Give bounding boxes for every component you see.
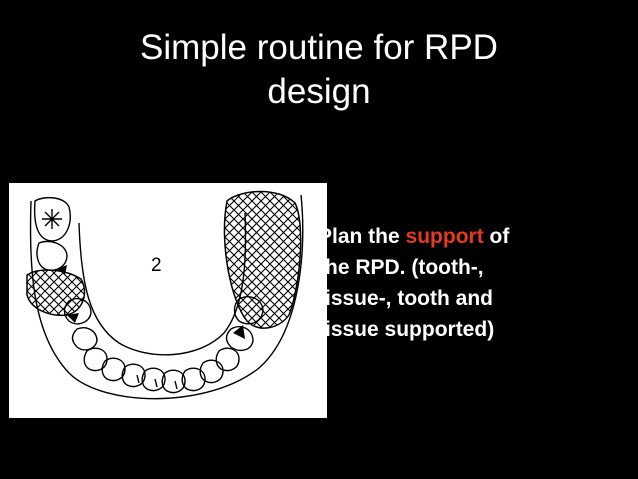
- bullet-line-1-pre: Plan the: [318, 225, 406, 248]
- dental-arch-diagram-icon: 2: [26, 190, 304, 400]
- title-line-1: Simple routine for RPD: [140, 28, 498, 67]
- bullet-line-4: tissue supported): [318, 318, 495, 341]
- bullet-text: Plan the support of the RPD. (tooth-, ti…: [318, 221, 623, 345]
- bullet-line-2: the RPD. (tooth-,: [318, 256, 484, 279]
- dental-arch-figure: 2: [9, 183, 327, 418]
- title-line-2: design: [267, 72, 371, 111]
- figure-label: 2: [151, 255, 162, 276]
- bullet-line-3: tissue-, tooth and: [318, 287, 493, 310]
- slide-title: Simple routine for RPD design: [0, 26, 638, 114]
- bullet-line-1-post: of: [483, 225, 510, 248]
- bullet-line-1: Plan the support of: [318, 221, 623, 252]
- support-highlight: support: [405, 225, 484, 248]
